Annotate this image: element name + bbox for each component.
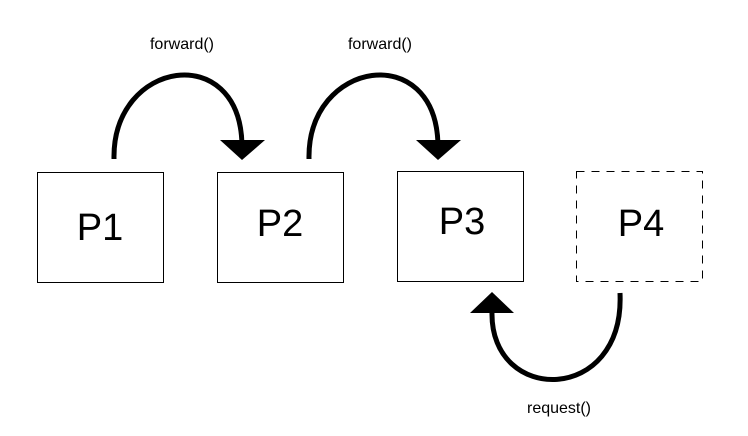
node-p4-box xyxy=(576,171,703,282)
node-p1: P1 xyxy=(37,172,164,283)
edge-p1-p2-arrowhead xyxy=(220,140,265,160)
node-p2-label: P2 xyxy=(257,203,303,245)
node-p2-box xyxy=(217,172,344,283)
edge-p4-p3-label: request() xyxy=(527,400,591,417)
edge-p1-p2-label: forward() xyxy=(150,36,214,53)
edge-p4-p3: request() xyxy=(470,292,623,417)
edge-p2-p3-label: forward() xyxy=(348,36,412,53)
node-p3-box xyxy=(397,171,524,282)
node-p2: P2 xyxy=(217,172,344,283)
edge-p4-p3-curve xyxy=(489,292,623,383)
node-p4: P4 xyxy=(576,171,703,282)
edge-p2-p3-curve xyxy=(306,72,441,160)
edge-p1-p2-curve xyxy=(111,72,245,160)
node-p4-label: P4 xyxy=(618,203,664,245)
node-p1-box xyxy=(37,172,164,283)
edge-p2-p3: forward() xyxy=(306,36,461,160)
node-p3-label: P3 xyxy=(439,201,485,243)
node-p1-label: P1 xyxy=(77,207,123,249)
node-p3: P3 xyxy=(397,171,524,282)
edge-p4-p3-arrowhead xyxy=(470,292,514,313)
edge-p1-p2: forward() xyxy=(111,36,265,160)
edge-p2-p3-arrowhead xyxy=(416,140,461,160)
